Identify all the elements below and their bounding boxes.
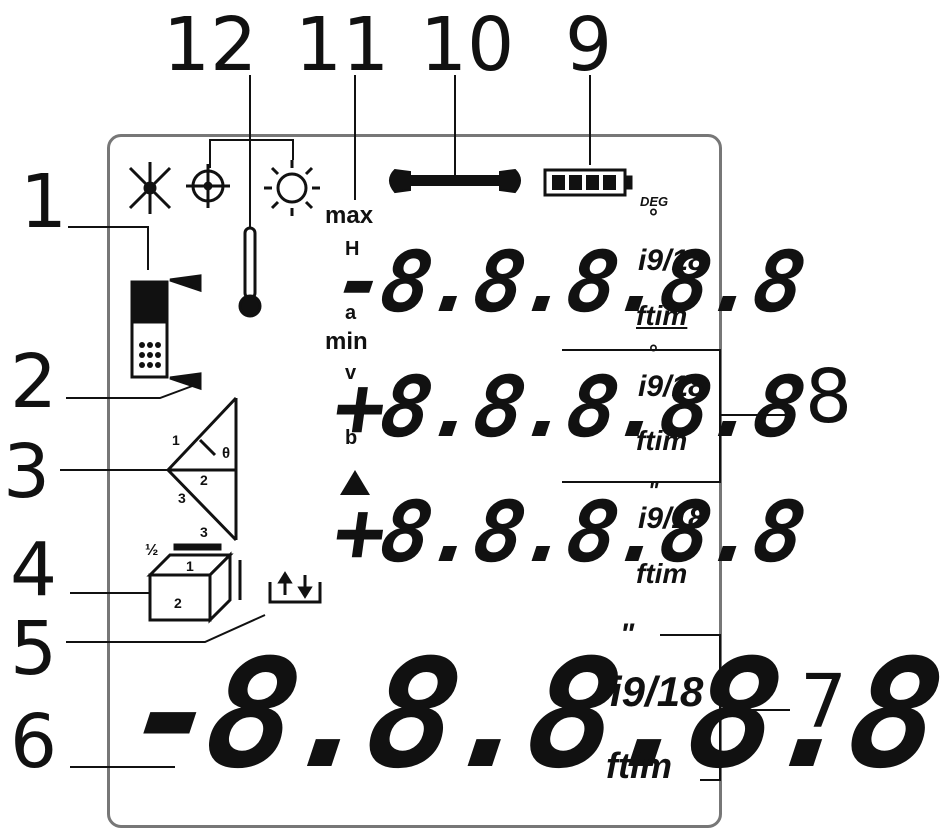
main-mark: "	[620, 618, 635, 651]
row1-unit-ftim: ftim	[636, 300, 688, 331]
callout-5: 5	[10, 606, 58, 692]
volume-label-2: 2	[174, 595, 182, 611]
callout-8: 8	[805, 354, 853, 440]
row3-unit-frac: i9/18	[638, 502, 705, 535]
row2-mark: °	[648, 340, 657, 365]
target-icon	[186, 164, 230, 208]
row1-digits: -8.8.8.8.8	[328, 233, 808, 331]
leader-7-bracket	[660, 634, 721, 781]
row3-unit-ftim: ftim	[636, 558, 688, 589]
pythagoras-icon	[166, 396, 238, 542]
pythagoras-label-3: 3	[178, 490, 186, 506]
row1-unit-frac: i9/18	[638, 244, 705, 277]
v-indicator: v	[345, 362, 357, 384]
battery-icon	[543, 168, 633, 197]
triangle-indicator-icon	[340, 470, 370, 495]
pythagoras-label-theta: θ	[222, 445, 231, 462]
leader-5	[66, 614, 266, 643]
wrench-icon	[389, 168, 521, 194]
volume-label-3: 3	[200, 524, 208, 540]
callout-2: 2	[10, 339, 58, 425]
device-reference-icon	[130, 274, 202, 391]
volume-label-1: 1	[186, 558, 194, 574]
min-indicator: min	[325, 328, 368, 355]
leader-1	[68, 226, 149, 270]
callout-3: 3	[3, 429, 51, 515]
leader-8-bracket	[562, 349, 721, 483]
row2-unit-frac: i9/18	[638, 370, 705, 403]
callout-12: 12	[163, 2, 258, 88]
callout-9: 9	[565, 2, 613, 88]
row1-mark: °	[648, 204, 657, 229]
callout-11: 11	[295, 2, 390, 88]
laser-icon	[128, 162, 172, 214]
pythagoras-label-1: 1	[172, 432, 180, 448]
main-unit-frac: i9/18	[610, 668, 704, 715]
volume-label-half: ½	[145, 542, 159, 559]
pythagoras-label-2: 2	[200, 472, 208, 488]
row3-mark: "	[648, 478, 659, 503]
diagram-canvas	[60, 75, 795, 781]
callout-4: 4	[10, 527, 58, 613]
callout-7: 7	[800, 659, 848, 745]
main-unit-ftim: ftim	[606, 745, 672, 786]
b-indicator: b	[345, 427, 358, 449]
callout-10: 10	[420, 2, 515, 88]
deg-indicator: DEG	[640, 194, 669, 209]
leader-2	[66, 384, 196, 399]
callout-6: 6	[10, 699, 58, 785]
stakeout-icon	[268, 571, 322, 604]
row2-unit-ftim: ftim	[636, 425, 688, 456]
row3-digits: +8.8.8.8.8	[328, 483, 808, 581]
row2-digits: +8.8.8.8.8	[328, 358, 808, 456]
thermometer-icon	[238, 226, 262, 318]
h-indicator: H	[345, 238, 360, 260]
callout-1: 1	[20, 159, 68, 245]
max-indicator: max	[325, 202, 374, 229]
volume-icon	[146, 543, 242, 624]
a-indicator: a	[345, 302, 357, 324]
leader-lines	[60, 75, 795, 781]
sun-icon	[264, 160, 320, 216]
main-digits: -8.8.8.8.8	[115, 628, 943, 802]
leader-top-bracket	[209, 139, 294, 168]
